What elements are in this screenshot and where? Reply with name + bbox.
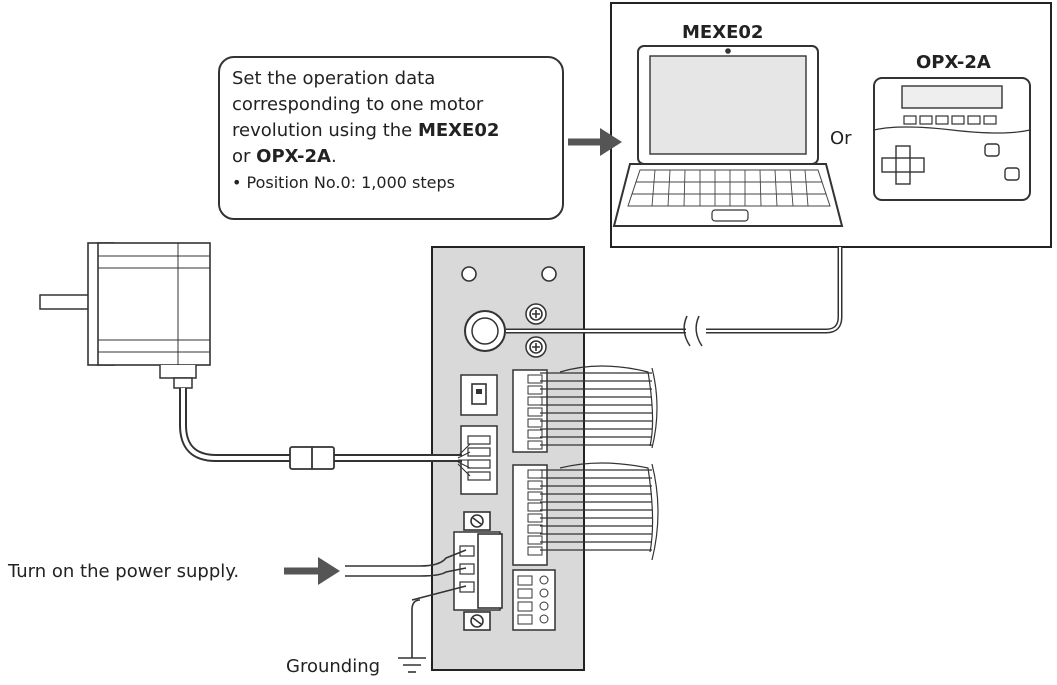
callout-line-2: corresponding to one motor xyxy=(232,94,484,115)
callout-line-4: or OPX-2A. xyxy=(232,144,550,170)
power-supply-label: Turn on the power supply. xyxy=(8,561,240,582)
callout-opx2a: OPX-2A xyxy=(256,146,331,167)
ground-symbol xyxy=(398,640,426,673)
io-cable-bundle xyxy=(540,365,659,561)
laptop-icon xyxy=(612,45,844,227)
opx2a-label: OPX-2A xyxy=(916,52,991,73)
io-connector-3 xyxy=(512,569,556,631)
callout-note: • Position No.0: 1,000 steps xyxy=(232,173,455,192)
callout-mexe02: MEXE02 xyxy=(417,120,500,141)
callout-line-4-end: . xyxy=(330,146,337,167)
grounding-label: Grounding xyxy=(286,656,381,677)
io-connector-1 xyxy=(512,369,548,453)
callout-line-3-text: revolution using the xyxy=(232,120,418,141)
io-connector-2 xyxy=(512,464,548,566)
callout-line-3: revolution using the MEXE02 xyxy=(232,118,550,144)
callout-line-1: Set the operation data xyxy=(232,68,436,89)
power-cable xyxy=(345,549,467,640)
opx2a-pendant-icon xyxy=(873,77,1031,201)
callout-line-4-text: or xyxy=(232,146,257,167)
or-label: Or xyxy=(830,128,852,149)
motor-icon xyxy=(39,242,211,389)
instruction-callout: Set the operation data corresponding to … xyxy=(218,56,564,220)
mexe02-label: MEXE02 xyxy=(682,22,764,43)
